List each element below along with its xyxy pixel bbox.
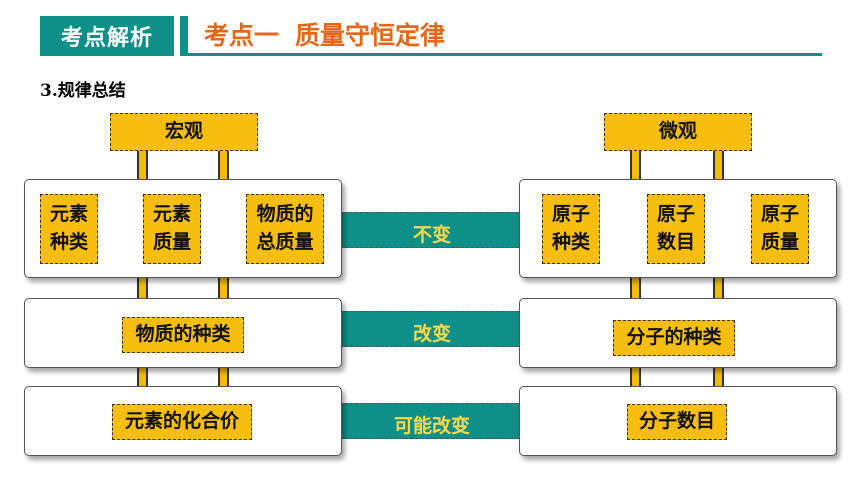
section-tag: 考点解析 — [40, 16, 174, 56]
micro-item-atom-mass: 原子质量 — [751, 194, 809, 264]
micro-item-atom-types: 原子种类 — [542, 194, 600, 264]
relation-changed: 改变 — [340, 311, 524, 347]
section-heading: 3.规律总结 — [40, 81, 126, 101]
topic-label: 质量守恒定律 — [295, 21, 446, 50]
macro-item-valence: 元素的化合价 — [112, 404, 252, 440]
micro-item-molecule-count: 分子数目 — [627, 404, 727, 440]
micro-title: 微观 — [604, 113, 752, 151]
macro-item-element-types: 元素种类 — [40, 194, 98, 264]
macro-item-substance-types: 物质的种类 — [122, 317, 244, 353]
relation-maybe-changed: 可能改变 — [340, 403, 524, 439]
header-divider — [180, 16, 188, 56]
micro-item-atom-count: 原子数目 — [647, 194, 705, 264]
micro-item-molecule-types: 分子的种类 — [613, 320, 735, 356]
page-title: 考点一 质量守恒定律 — [204, 14, 445, 54]
relation-unchanged: 不变 — [340, 212, 524, 248]
macro-item-total-mass: 物质的总质量 — [246, 194, 324, 264]
macro-panel-maybe — [24, 386, 342, 456]
point-label: 考点一 — [204, 21, 280, 50]
macro-item-element-mass: 元素质量 — [143, 194, 201, 264]
header-underline — [180, 53, 822, 56]
macro-title: 宏观 — [110, 113, 258, 151]
